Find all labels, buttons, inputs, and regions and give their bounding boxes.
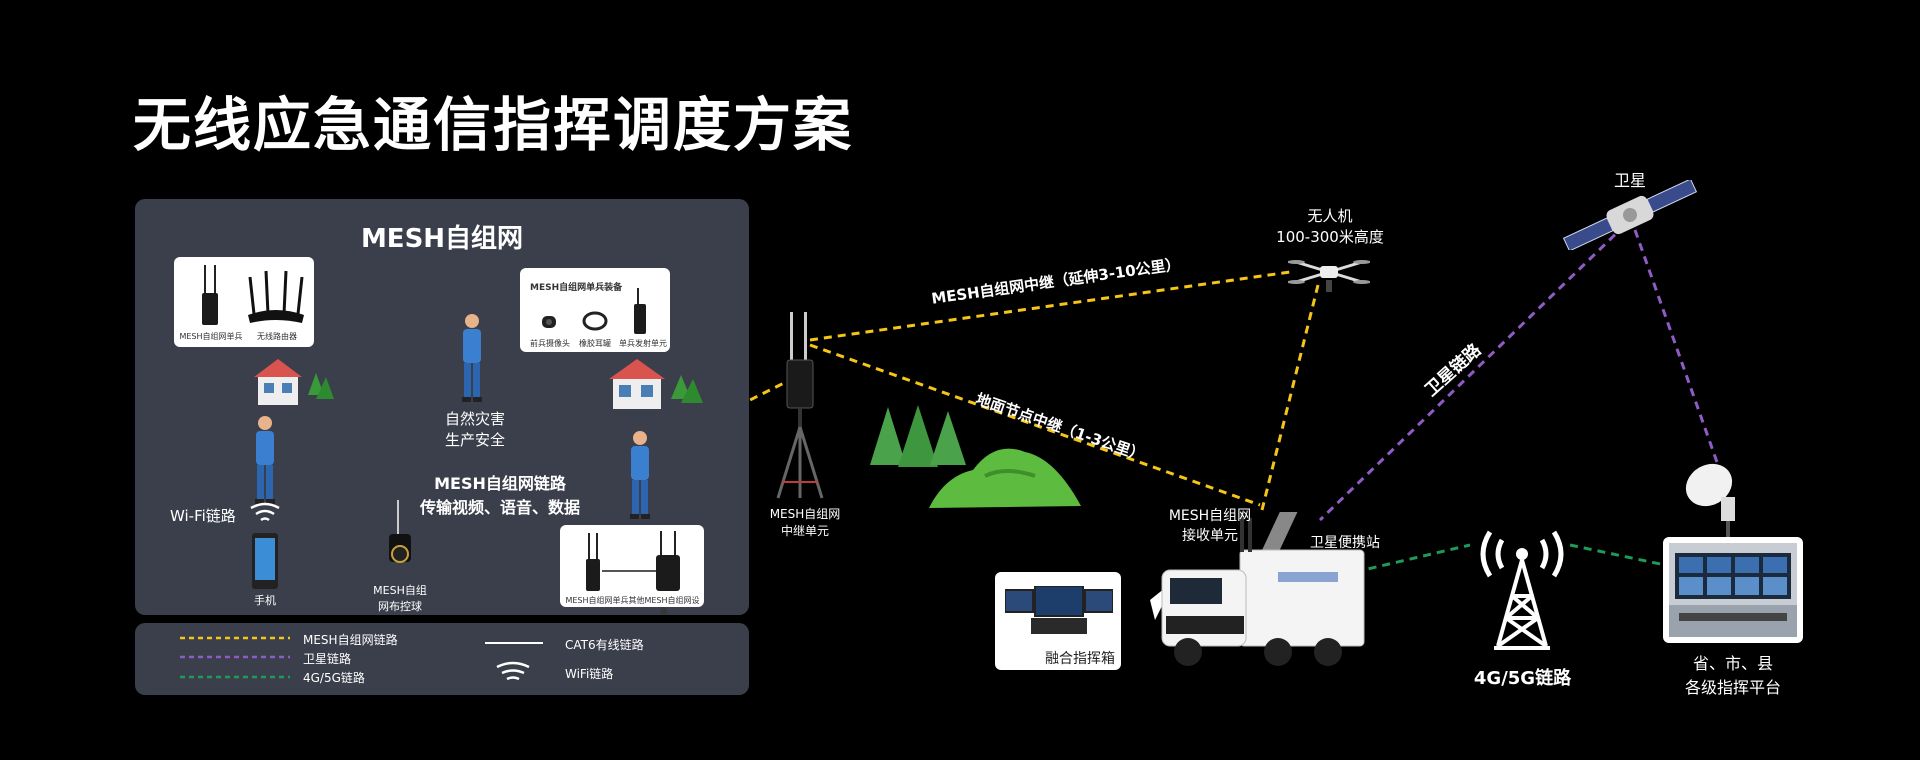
mesh-link-label: MESH自组网链路传输视频、语音、数据 (419, 474, 580, 517)
page-title: 无线应急通信指挥调度方案 (133, 91, 854, 159)
laptop-icon (1005, 586, 1113, 634)
legend-sat: 卫星链路 (303, 652, 352, 666)
earphone-icon (582, 311, 608, 331)
fusion-box-card: 融合指挥箱 (995, 572, 1121, 670)
rescuer-icon (255, 416, 275, 504)
mesh-link-line (649, 378, 791, 452)
legend-wifi: WiFi链路 (565, 667, 614, 681)
mesh-device-icon (656, 531, 680, 591)
cell-link-line (1569, 543, 1666, 567)
phone-icon (252, 533, 278, 589)
mesh-title: MESH自组网 (360, 224, 524, 254)
mesh-link-line (1260, 284, 1320, 511)
drone-icon (1288, 260, 1370, 292)
legend-cell: 4G/5G链路 (303, 671, 365, 685)
legend-wifi-swatch (496, 661, 530, 681)
card3-label-b: 其他MESH自组网设备 (628, 596, 700, 616)
relay-label: MESH自组网中继单元 (769, 507, 841, 538)
card2-title: MESH自组网单兵装备 (530, 283, 623, 293)
control-room-icon (1669, 543, 1797, 637)
legend-swatches (180, 636, 543, 681)
command-center-card (1663, 537, 1803, 643)
house-icon (254, 359, 334, 405)
device-card-1: MESH自组网单兵 无线路由器 (174, 257, 314, 347)
ptz-camera-icon (389, 500, 411, 563)
transmitter-icon (634, 288, 646, 334)
legend-mesh: MESH自组网链路 (303, 633, 398, 647)
card2-label-b: 橡胶耳罐 (579, 339, 611, 348)
cell-link-label: 4G/5G链路 (1473, 668, 1572, 689)
card3-label-a: MESH自组网单兵 (565, 596, 629, 605)
receiver-label: MESH自组网接收单元 (1168, 508, 1252, 544)
legend-panel (135, 623, 749, 695)
card1-label-b: 无线路由器 (257, 332, 297, 341)
card1-label-a: MESH自组网单兵 (179, 332, 243, 341)
command-vehicle-icon (1161, 512, 1365, 666)
satellite-icon (1562, 180, 1698, 250)
rescuer-icon (462, 314, 482, 402)
satellite-label: 卫星 (1613, 171, 1646, 190)
legend-cat6: CAT6有线链路 (565, 638, 644, 652)
sat-station-label: 卫星便携站 (1310, 535, 1380, 551)
device-card-2: MESH自组网单兵装备 前兵摄像头 橡胶耳罐 单兵发射单元 (520, 268, 670, 352)
rescuer-icon (630, 431, 650, 519)
card2-label-c: 单兵发射单元 (619, 339, 667, 348)
device-card-3: MESH自组网单兵 其他MESH自组网设备 (560, 525, 704, 616)
disaster-label: 自然灾害生产安全 (444, 410, 505, 449)
tree-icon (870, 405, 966, 467)
cat6-line (602, 570, 658, 572)
mesh-unit-icon (586, 533, 600, 591)
card2-label-a: 前兵摄像头 (530, 339, 570, 348)
sat-link-line (1318, 223, 1627, 522)
mesh-link-line (809, 270, 1291, 342)
sat-link-line (1633, 229, 1720, 466)
camera-icon (542, 316, 556, 328)
wifi-label: Wi-Fi链路 (170, 507, 236, 525)
wifi-icon (250, 502, 280, 522)
fusion-box-label: 融合指挥箱 (1045, 651, 1115, 667)
platform-label: 省、市、县各级指挥平台 (1684, 654, 1781, 697)
cell-link-line (1354, 543, 1471, 574)
mesh-unit-icon (202, 265, 218, 325)
cell-tower-icon (1480, 530, 1564, 650)
house-icon (609, 359, 703, 409)
router-icon (248, 270, 304, 323)
satellite-dish-icon (1685, 463, 1735, 543)
hill-icon (929, 448, 1081, 508)
relay-unit-icon (776, 312, 824, 499)
phone-label: 手机 (254, 594, 276, 607)
mesh-link-line (809, 343, 1261, 507)
ptz-camera-label: MESH自组网布控球 (373, 584, 427, 613)
